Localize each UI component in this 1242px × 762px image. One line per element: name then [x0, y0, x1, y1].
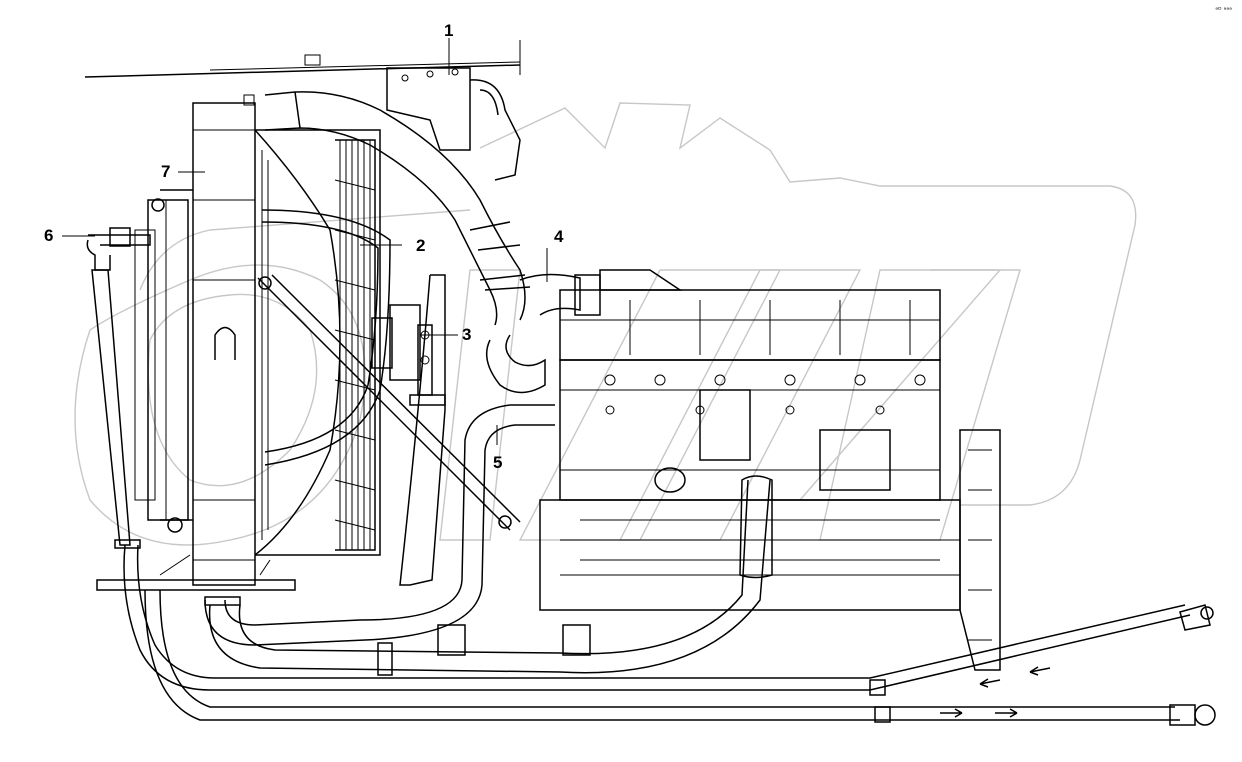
chassis-rail — [84, 40, 521, 78]
air-cleaner-bracket — [386, 67, 521, 181]
air-intake-duct — [264, 91, 531, 326]
leader-lines — [62, 38, 548, 445]
flywheel-housing — [959, 429, 1001, 671]
radiator-bracket — [96, 554, 296, 591]
radiator — [134, 94, 256, 586]
hose-connector — [86, 227, 151, 549]
label-3: 3 — [462, 325, 472, 344]
label-2: 2 — [416, 236, 426, 255]
label-4: 4 — [554, 227, 564, 246]
corner-code: ᵃᴰ ᵃᵃᵃ — [1215, 6, 1232, 14]
watermark-logo — [74, 102, 1137, 546]
turbo-elbow — [485, 273, 601, 394]
support-strut — [257, 274, 521, 531]
heater-hoses — [123, 544, 1216, 726]
engine-block — [539, 269, 961, 611]
label-7: 7 — [161, 162, 171, 181]
label-6: 6 — [44, 226, 54, 245]
flow-arrows — [940, 666, 1051, 718]
vertical-coolant-pipe — [399, 274, 446, 586]
upper-hose — [261, 209, 391, 466]
label-5: 5 — [493, 453, 503, 472]
label-1: 1 — [444, 21, 454, 40]
fan-blades — [334, 139, 376, 551]
